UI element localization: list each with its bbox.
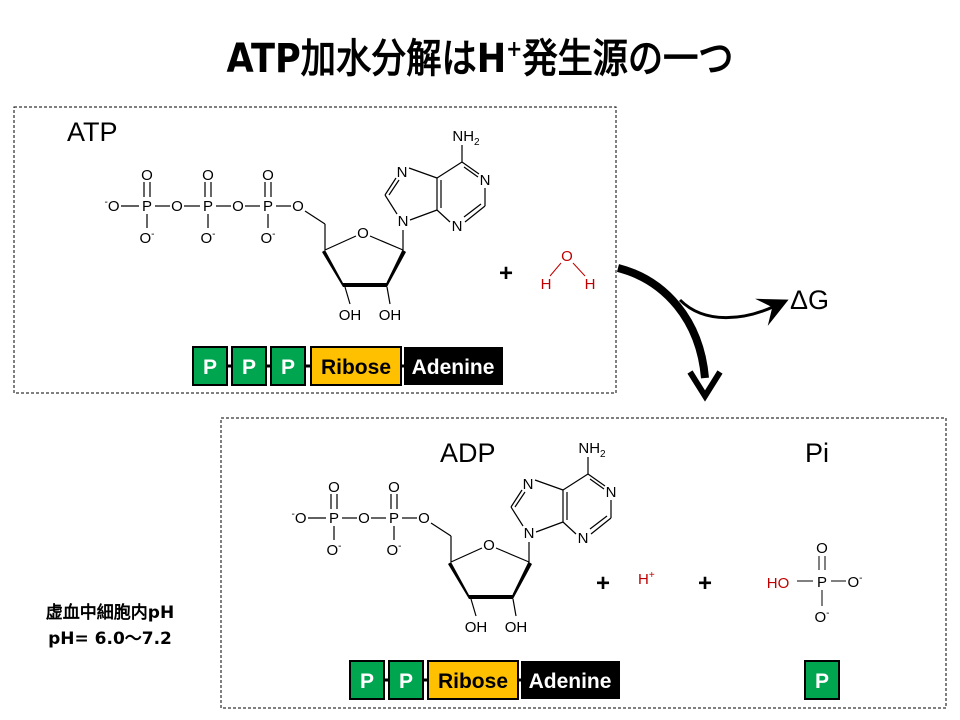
adenine-block bbox=[404, 347, 503, 385]
adp-label: ADP bbox=[440, 438, 496, 468]
atom-label: P bbox=[263, 198, 273, 215]
proton-label: H+ bbox=[638, 570, 655, 588]
atom-label: OH bbox=[505, 619, 528, 636]
atom-label: O bbox=[357, 225, 369, 242]
svg-text:Adenine: Adenine bbox=[412, 356, 495, 379]
atom-label: O bbox=[358, 510, 370, 527]
atom-label: O bbox=[202, 167, 214, 184]
water-molecule: O H H bbox=[541, 248, 596, 293]
plus-sign: + bbox=[499, 260, 513, 287]
phosphate-block bbox=[804, 660, 840, 700]
svg-text:O-: O- bbox=[814, 608, 829, 626]
atom-label: P bbox=[389, 510, 399, 527]
plus-sign: + bbox=[596, 570, 610, 597]
ribose-block bbox=[427, 660, 519, 700]
pi-label: Pi bbox=[805, 438, 829, 468]
adp-block-diagram: P P Ribose Adenine bbox=[349, 660, 620, 700]
atp-label: ATP bbox=[67, 117, 118, 147]
svg-text:P: P bbox=[815, 670, 829, 693]
atom-label: N bbox=[524, 525, 535, 542]
atom-label: N bbox=[480, 172, 491, 189]
atom-label: -O bbox=[104, 197, 119, 215]
atom-label: OH bbox=[339, 307, 362, 324]
svg-text:P: P bbox=[242, 356, 256, 379]
svg-text:P: P bbox=[399, 670, 413, 693]
svg-text:P: P bbox=[281, 356, 295, 379]
svg-text:Adenine: Adenine bbox=[529, 670, 612, 693]
atom-label: N bbox=[578, 530, 589, 547]
atom-label: O bbox=[262, 167, 274, 184]
phosphate-block bbox=[270, 346, 306, 386]
atom-label: N bbox=[452, 218, 463, 235]
atom-label: O bbox=[483, 537, 495, 554]
adenine-block bbox=[521, 661, 620, 699]
ribose-block bbox=[310, 346, 402, 386]
phosphate-structure: O P HO O- O- bbox=[767, 540, 863, 626]
svg-text:O: O bbox=[561, 248, 573, 265]
atom-label: O bbox=[141, 167, 153, 184]
atom-label: N bbox=[523, 476, 534, 493]
atom-label: P bbox=[142, 198, 152, 215]
phosphate-block bbox=[231, 346, 267, 386]
atom-label: O- bbox=[200, 229, 215, 247]
svg-text:H: H bbox=[541, 276, 552, 293]
svg-text:Ribose: Ribose bbox=[438, 670, 508, 693]
svg-text:P: P bbox=[203, 356, 217, 379]
ph-note-line2: pH= 6.0～7.2 bbox=[48, 629, 172, 649]
atom-label: O bbox=[418, 510, 430, 527]
atom-label: O bbox=[232, 198, 244, 215]
svg-text:Ribose: Ribose bbox=[321, 356, 391, 379]
delta-g-label: ΔG bbox=[790, 285, 829, 315]
atom-label: O- bbox=[326, 541, 341, 559]
atom-label: P bbox=[203, 198, 213, 215]
pi-block-diagram: P bbox=[804, 660, 840, 700]
atom-label: O bbox=[171, 198, 183, 215]
atom-label: O bbox=[388, 479, 400, 496]
svg-text:P: P bbox=[360, 670, 374, 693]
atom-label: NH2 bbox=[578, 440, 606, 460]
atp-block-diagram: P P P Ribose Adenine bbox=[192, 346, 503, 386]
atom-label: N bbox=[397, 164, 408, 181]
atom-label: -O bbox=[291, 509, 306, 527]
atom-label: NH2 bbox=[452, 128, 480, 148]
slide-title: ATP加水分解はH+発生源の一つ bbox=[227, 35, 734, 82]
svg-text:O: O bbox=[816, 540, 828, 557]
atom-label: OH bbox=[379, 307, 402, 324]
phosphate-block bbox=[192, 346, 228, 386]
svg-text:HO: HO bbox=[767, 575, 790, 592]
atom-label: O bbox=[292, 198, 304, 215]
svg-text:O-: O- bbox=[847, 573, 862, 591]
atom-label: O- bbox=[139, 229, 154, 247]
atp-box bbox=[13, 106, 617, 394]
atom-label: OH bbox=[465, 619, 488, 636]
phosphate-block bbox=[349, 660, 385, 700]
svg-text:P: P bbox=[817, 574, 827, 591]
atom-label: N bbox=[398, 213, 409, 230]
plus-sign: + bbox=[698, 570, 712, 597]
ph-note-line1: 虚血中細胞内pH bbox=[46, 602, 174, 623]
atom-label: O bbox=[328, 479, 340, 496]
svg-text:H: H bbox=[585, 276, 596, 293]
atom-label: P bbox=[329, 510, 339, 527]
reaction-arrow bbox=[616, 264, 789, 402]
atom-label: N bbox=[606, 484, 617, 501]
atom-label: O- bbox=[260, 229, 275, 247]
phosphate-block bbox=[388, 660, 424, 700]
atom-label: O- bbox=[386, 541, 401, 559]
products-box bbox=[220, 417, 947, 709]
